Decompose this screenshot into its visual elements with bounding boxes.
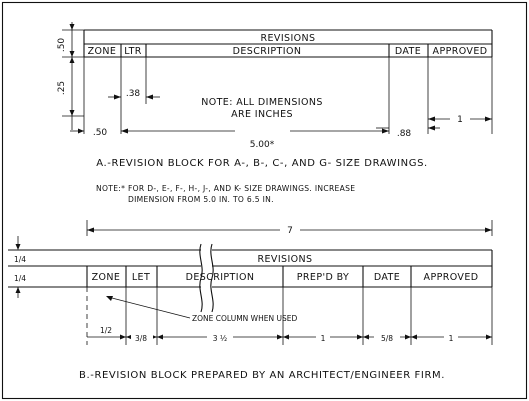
zone-column-note: ZONE COLUMN WHEN USED: [192, 314, 297, 323]
dim-3-8: 3/8: [135, 334, 147, 343]
top-col-ltr: LTR: [124, 46, 142, 57]
bottom-revision-block: 7 REVISIONS ZONE LET DESCRIPTION PREP'D …: [8, 220, 493, 345]
top-col-approved: APPROVED: [433, 46, 488, 57]
top-revision-block: REVISIONS ZONE LTR DESCRIPTION DATE APPR…: [57, 22, 493, 150]
dim-7: 7: [287, 226, 293, 236]
bottom-col-zone: ZONE: [92, 272, 121, 283]
caption-b: B.-REVISION BLOCK PREPARED BY AN ARCHITE…: [79, 370, 445, 381]
dim-050-horizontal: .50: [93, 128, 108, 138]
dim-1-2: 1/2: [100, 326, 112, 335]
dim-3-1-2: 3 ½: [213, 334, 227, 343]
top-col-zone: ZONE: [88, 46, 117, 57]
bottom-col-prepd-by: PREP'D BY: [297, 272, 349, 283]
dim-038: .38: [126, 89, 141, 99]
top-title: REVISIONS: [261, 33, 316, 44]
top-col-date: DATE: [395, 46, 421, 57]
dim-500: 5.00*: [250, 140, 275, 150]
dim-5-8: 5/8: [381, 334, 393, 343]
dim-1-prepd: 1: [321, 334, 326, 343]
bottom-title: REVISIONS: [258, 254, 313, 265]
dim-1-4-bottom: 1/4: [14, 274, 26, 283]
dim-1-approved-bottom: 1: [449, 334, 454, 343]
top-note-line1: NOTE: ALL DIMENSIONS: [201, 97, 323, 108]
footnote-line2: DIMENSION FROM 5.0 IN. TO 6.5 IN.: [128, 195, 274, 204]
dim-1-4-top: 1/4: [14, 255, 26, 264]
bottom-col-date: DATE: [374, 272, 400, 283]
bottom-col-approved: APPROVED: [424, 272, 479, 283]
dim-088: .88: [397, 129, 412, 139]
dim-050-vertical: .50: [57, 38, 67, 53]
top-col-description: DESCRIPTION: [233, 46, 302, 57]
dim-025-vertical: .25: [57, 81, 67, 95]
caption-a: A.-REVISION BLOCK FOR A-, B-, C-, AND G-…: [96, 158, 428, 169]
bottom-col-description: DESCRIPTION: [186, 272, 255, 283]
top-note-line2: ARE INCHES: [231, 109, 293, 120]
dim-1-approved: 1: [457, 115, 463, 125]
footnote-line1: NOTE:* FOR D-, E-, F-, H-, J-, AND K- SI…: [96, 184, 355, 193]
bottom-col-let: LET: [132, 272, 150, 283]
